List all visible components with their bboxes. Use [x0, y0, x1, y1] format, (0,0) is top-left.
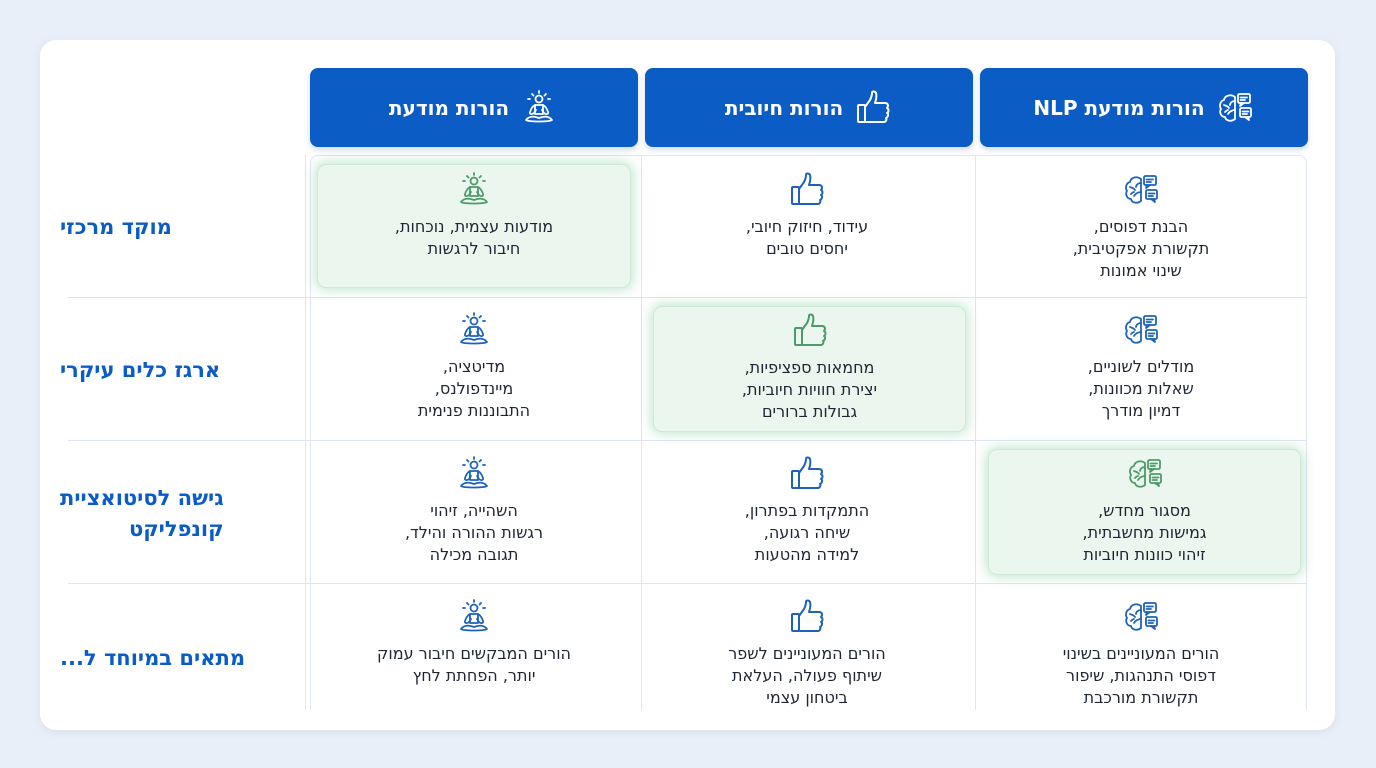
table-cell: השהייה, זיהוי רגשות ההורה והילד, תגובה מ…: [310, 448, 638, 578]
table-grid: [310, 155, 1307, 710]
column-header-positive: הורות חיובית: [645, 68, 973, 147]
brain-chat-icon: [1215, 88, 1255, 128]
table-cell: הבנת דפוסים, תקשורת אפקטיבית, שינוי אמונ…: [979, 165, 1303, 290]
table-cell: הורים המבקשים חיבור עמוק יותר, הפחתת לחץ: [310, 591, 638, 706]
grid-divider: [641, 155, 642, 710]
table-cell: מודלים לשוניים, שאלות מכוונות, דמיון מוד…: [979, 305, 1303, 435]
table-cell-highlighted: מסגור מחדש, גמישות מחשבתית, זיהוי כוונות…: [989, 450, 1300, 574]
meditation-icon: [454, 310, 494, 350]
table-cell: הורים המעוניינים בשינוי דפוסי התנהגות, ש…: [979, 591, 1303, 707]
cell-text: מחמאות ספציפיות, יצירת חוויות חיוביות, ג…: [741, 358, 878, 421]
thumbs-up-icon: [787, 597, 827, 637]
cell-text: הבנת דפוסים, תקשורת אפקטיבית, שינוי אמונ…: [1072, 217, 1210, 280]
column-header-mindful: הורות מודעת: [310, 68, 638, 147]
thumbs-up-icon: [787, 454, 827, 494]
cell-text: עידוד, חיזוק חיובי, יחסים טובים: [745, 217, 869, 258]
cell-text: התמקדות בפתרון, שיחה רגועה, למידה מהטעות: [744, 501, 870, 564]
cell-text: השהייה, זיהוי רגשות ההורה והילד, תגובה מ…: [404, 501, 544, 564]
cell-text: הורים המבקשים חיבור עמוק יותר, הפחתת לחץ: [376, 644, 571, 685]
table-cell: מדיטציה, מיינדפולנס, התבוננות פנימית: [310, 305, 638, 435]
table-cell: עידוד, חיזוק חיובי, יחסים טובים: [645, 165, 969, 290]
meditation-icon: [454, 170, 494, 210]
meditation-icon: [454, 597, 494, 637]
column-title: הורות מודעת: [388, 95, 510, 120]
table-cell-highlighted: מודעות עצמית, נוכחות, חיבור לרגשות: [318, 165, 630, 287]
cell-text: מדיטציה, מיינדפולנס, התבוננות פנימית: [417, 357, 531, 420]
column-title: הורות חיובית: [724, 95, 844, 120]
brain-chat-icon: [1125, 454, 1165, 494]
cell-text: מודלים לשוניים, שאלות מכוונות, דמיון מוד…: [1087, 357, 1195, 420]
table-cell-highlighted: מחמאות ספציפיות, יצירת חוויות חיוביות, ג…: [654, 307, 965, 431]
cell-text: הורים המעוניינים בשינוי דפוסי התנהגות, ש…: [1062, 644, 1220, 707]
thumbs-up-icon: [853, 88, 893, 128]
meditation-icon: [519, 88, 559, 128]
brain-chat-icon: [1121, 597, 1161, 637]
row-label-focus: מוקד מרכזי: [60, 214, 172, 239]
column-title: הורות מודעת NLP: [1033, 95, 1205, 120]
row-divider: [68, 583, 1307, 584]
row-divider: [68, 297, 1307, 298]
brain-chat-icon: [1121, 310, 1161, 350]
row-label-suited: מתאים במיוחד ל...: [60, 645, 246, 670]
grid-divider: [975, 155, 976, 710]
grid-divider: [305, 155, 306, 710]
table-cell: הורים המעוניינים לשפר שיתוף פעולה, העלאת…: [645, 591, 969, 707]
column-header-nlp: הורות מודעת NLP: [980, 68, 1308, 147]
row-divider: [68, 440, 1307, 441]
thumbs-up-icon: [787, 170, 827, 210]
cell-text: מודעות עצמית, נוכחות, חיבור לרגשות: [394, 217, 554, 258]
row-label-toolbox: ארגז כלים עיקרי: [60, 357, 221, 382]
cell-text: הורים המעוניינים לשפר שיתוף פעולה, העלאת…: [728, 644, 886, 707]
thumbs-up-icon: [790, 311, 830, 351]
row-label-conflict: גישה לסיטואציית קונפליקט: [60, 486, 224, 541]
meditation-icon: [454, 454, 494, 494]
brain-chat-icon: [1121, 170, 1161, 210]
cell-text: מסגור מחדש, גמישות מחשבתית, זיהוי כוונות…: [1082, 501, 1207, 564]
table-cell: התמקדות בפתרון, שיחה רגועה, למידה מהטעות: [645, 448, 969, 578]
